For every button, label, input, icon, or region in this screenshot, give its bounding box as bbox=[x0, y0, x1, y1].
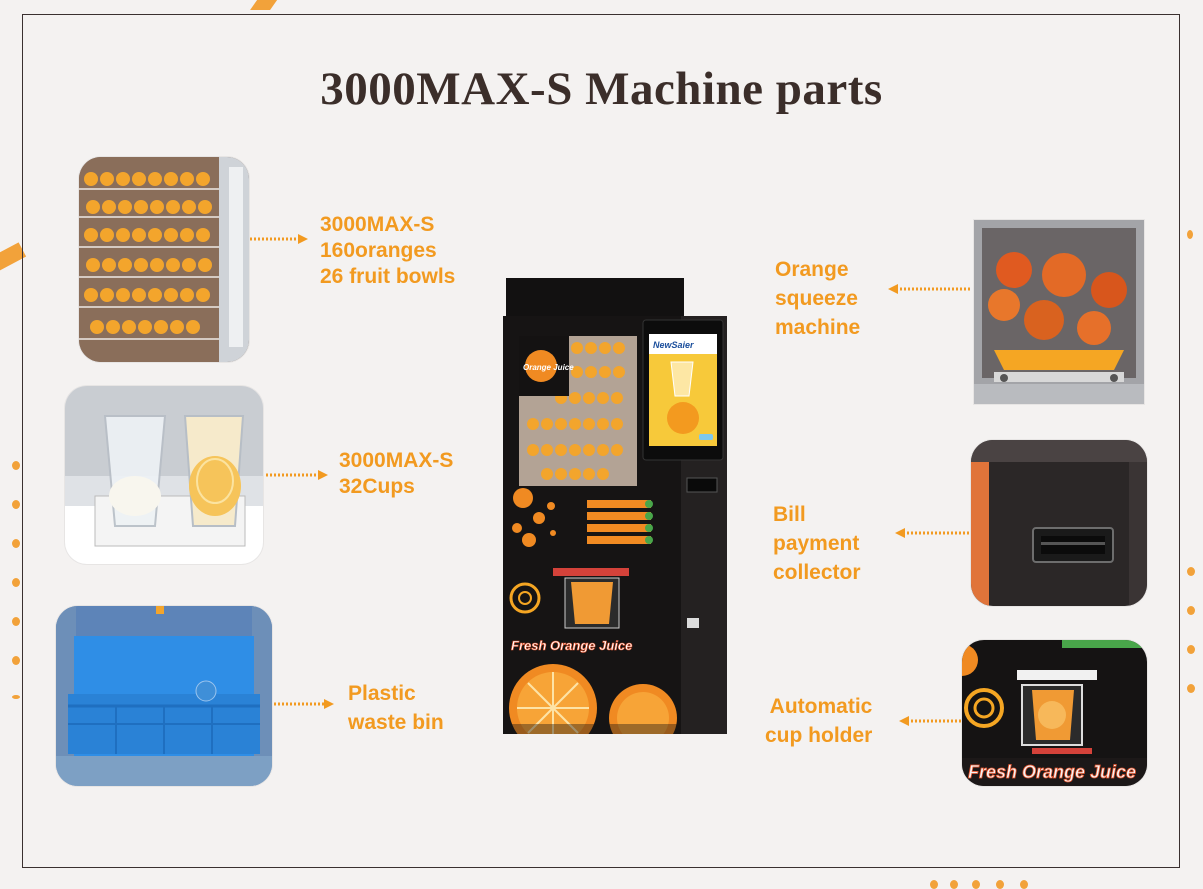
squeezer-label: Orange squeeze machine bbox=[775, 258, 861, 339]
cup-holder-brand-text: Fresh Orange Juice bbox=[968, 762, 1136, 782]
content-frame bbox=[22, 14, 1180, 868]
side-logo-text: Orange Juice bbox=[523, 363, 574, 372]
arrow-left-icon bbox=[895, 528, 971, 538]
waste-bin-photo bbox=[56, 606, 272, 786]
arrow-right-icon bbox=[274, 699, 334, 709]
cup-holder-photo: Fresh Orange Juice bbox=[962, 640, 1147, 786]
screen-logo: NewSaier bbox=[653, 340, 694, 350]
cups-label: 3000MAX-S 32Cups bbox=[339, 449, 454, 498]
vending-machine-image: Orange Juice NewSaier Fresh Orange Juice bbox=[503, 278, 727, 752]
fruit-bowls-photo bbox=[79, 157, 249, 362]
page-title: 3000MAX-S Machine parts bbox=[320, 63, 883, 115]
arrow-right-icon bbox=[266, 470, 328, 480]
corner-stripe-top bbox=[250, 0, 280, 10]
arrow-right-icon bbox=[250, 234, 308, 244]
bill-collector-photo bbox=[971, 440, 1147, 606]
bill-label: Bill payment collector bbox=[773, 503, 861, 584]
machine-brand-text: Fresh Orange Juice bbox=[511, 638, 632, 653]
fruit-bowls-label: 3000MAX-S 160oranges 26 fruit bowls bbox=[320, 213, 456, 288]
arrow-left-icon bbox=[899, 716, 962, 726]
squeezer-photo bbox=[974, 220, 1144, 404]
cup-holder-label: Automatic cup holder bbox=[765, 695, 873, 747]
waste-bin-label: Plastic waste bin bbox=[348, 682, 444, 734]
arrow-left-icon bbox=[888, 284, 972, 294]
cups-photo bbox=[65, 386, 263, 564]
